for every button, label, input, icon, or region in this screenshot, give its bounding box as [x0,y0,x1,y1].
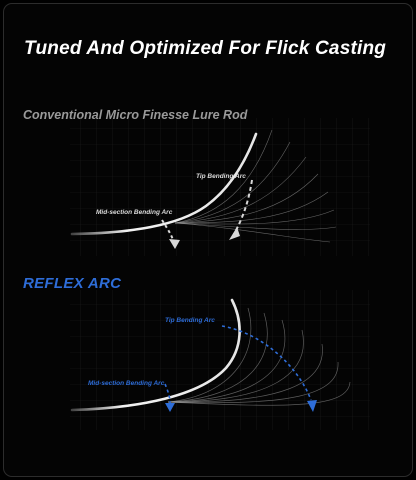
reflex-mid-arrow [164,383,171,404]
reflex-mid-label: Mid-section Bending Arc [88,380,165,387]
conventional-tip-label: Tip Bending Arc [196,173,246,180]
conventional-grid [70,118,370,256]
conventional-rod [70,132,258,236]
reflex-tip-arrowhead [307,400,317,412]
reflex-tip-arrow [221,325,312,401]
conventional-mid-arrowhead [169,239,180,249]
reflex-mid-arrowhead [165,403,175,412]
reflex-rod [70,298,241,412]
headline: Tuned And Optimized For Flick Casting [24,38,387,59]
conventional-mid-arrow [161,219,174,241]
reflex-grid [70,290,370,430]
conventional-mid-label: Mid-section Bending Arc [96,209,173,216]
conventional-rod-ghost-lines [174,129,337,243]
reflex-tip-label: Tip Bending Arc [165,317,215,324]
conventional-tip-arrowhead [229,227,240,240]
reflex-rod-ghost-lines [167,307,351,406]
reflex-bending-diagram: Tip Bending Arc Mid-section Bending Arc [70,290,370,430]
reflex-arc-title: REFLEX ARC [23,275,122,292]
conventional-bending-diagram: Tip Bending Arc Mid-section Bending Arc [70,118,370,256]
